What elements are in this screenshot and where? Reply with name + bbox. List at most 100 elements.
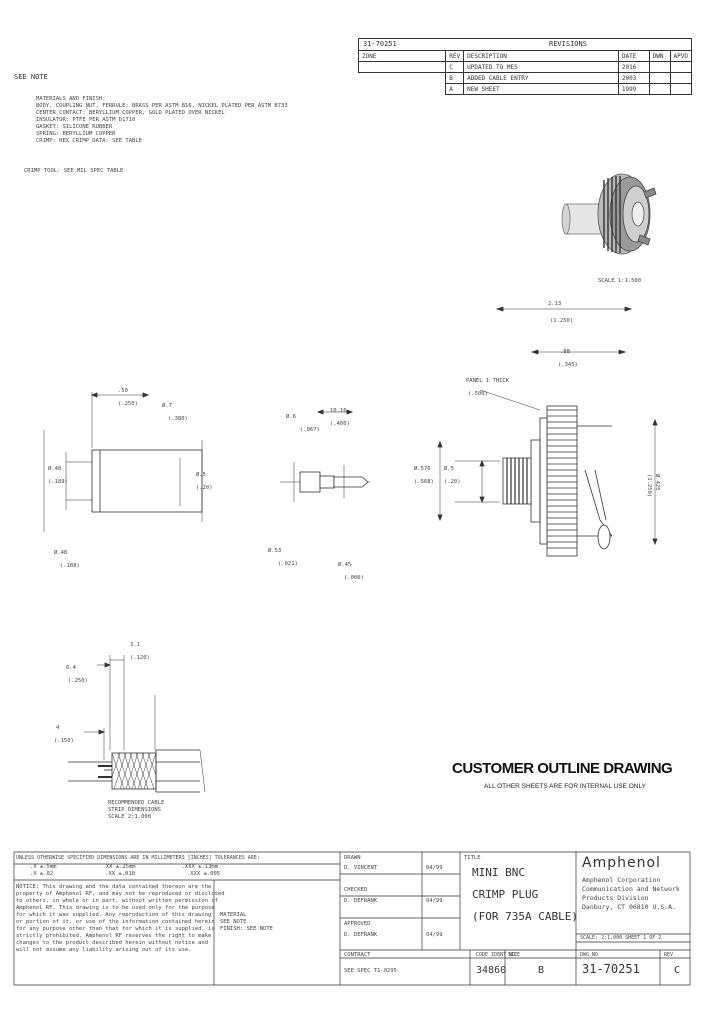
rev-col-description: DESCRIPTION (463, 50, 619, 62)
dim-strip-c-alt: (.150) (54, 738, 74, 744)
dim-pin-length-alt: (.400) (330, 421, 350, 427)
size-value: B (538, 965, 545, 976)
dim-coupling-dia: Ø.570 (414, 466, 431, 472)
dim-overall-length-alt: (1.250) (550, 318, 574, 324)
checked-name: D. DEFRANK (344, 898, 378, 904)
dim-ferrule-length-alt: (.250) (118, 401, 138, 407)
dim-strip-c: 4 (56, 725, 60, 731)
tolerance-header: UNLESS OTHERWISE SPECIFIED DIMENSIONS AR… (16, 855, 260, 861)
dim-coupling-dia-alt: (.568) (414, 479, 434, 485)
rev-label: REV (664, 952, 674, 958)
dim-ferrule-rear-alt: (.20) (444, 479, 461, 485)
dim-pin-bottom-dia-alt: (.021) (278, 561, 298, 567)
ferrule-view (43, 392, 203, 532)
cable-strip-view (68, 655, 206, 793)
revision-header-box: 31-70251 REVISIONS (358, 38, 692, 51)
approved-date: 04/99 (426, 932, 443, 938)
tolerance-values-inch: .X ±.02 .XX ±.010 .XXX ±.005 (30, 871, 221, 877)
strip-caption: RECOMMENDED CABLE STRIP DIMENSIONS SCALE… (108, 800, 165, 820)
dim-ferrule-rear: Ø.5 (444, 466, 454, 472)
dim-panel-alt: (.500) (468, 391, 488, 397)
note-line: CRIMP: HEX CRIMP DATA: SEE TABLE (36, 138, 142, 144)
dim-body-length-alt: (.345) (558, 362, 578, 368)
note-line (36, 145, 288, 152)
rev-col-apvd: APVD (669, 50, 692, 62)
dim-panel: PANEL 1 THICK (466, 378, 510, 384)
approved-name: D. DEFRANK (344, 932, 378, 938)
customer-outline-title: CUSTOMER OUTLINE DRAWING (452, 760, 673, 777)
dim-ferrule-left-dia: Ø.48 (48, 466, 62, 472)
center-pin-view (280, 409, 370, 502)
dim-body-dia-alt: (1.250) (646, 474, 652, 498)
code-ident-value: 34860 (476, 965, 507, 976)
approved-label: APPROVED (344, 921, 371, 927)
size-label: SIZE (508, 952, 521, 958)
rev-col-zone: ZONE (357, 50, 447, 62)
drawn-name: D. VINCENT (344, 865, 378, 871)
part-title: MINI BNC CRIMP PLUG (FOR 735A CABLE) (472, 866, 578, 923)
see-note-label: SEE NOTE (14, 73, 48, 81)
customer-outline-subtitle: ALL OTHER SHEETS ARE FOR INTERNAL USE ON… (484, 783, 646, 790)
table-row: A NEW SHEET 1999 (358, 83, 692, 95)
dim-pin-tip-dia-alt: (.000) (344, 575, 364, 581)
company-logo: Amphenol (582, 855, 661, 871)
table-row: B ADDED CABLE ENTRY 2003 (358, 72, 692, 84)
contract-label: CONTRACT (344, 952, 371, 958)
dim-strip-b: 6.4 (66, 665, 76, 671)
dim-pin-tip-dia: Ø.45 (338, 562, 352, 568)
dim-ferrule-end-dia-alt: (.20) (196, 485, 213, 491)
checked-label: CHECKED (344, 887, 368, 893)
connector-side-view (437, 389, 658, 557)
dim-strip-b-alt: (.250) (68, 678, 88, 684)
scale-sheet-row: SCALE: 2:1.000 SHEET 1 OF 2 (580, 935, 662, 941)
scale-label-render: SCALE 1:1.500 (598, 278, 642, 284)
company-address: Amphenol Corporation Communication and N… (582, 876, 680, 911)
notes-block: MATERIALS AND FINISH: BODY, COUPLING NUT… (24, 96, 288, 175)
dim-strip-a-alt: (.120) (130, 655, 150, 661)
dim-ferrule-bottom-dia-alt: (.188) (60, 563, 80, 569)
rev-col-date: DATE (617, 50, 650, 62)
title-block-lines (13, 851, 691, 986)
dim-overall-length: 2.13 (548, 301, 562, 307)
dim-pin-length: 10.16 (330, 408, 347, 414)
code-ident-label: CODE IDENT NO (476, 952, 516, 958)
drawn-date: 04/99 (426, 865, 443, 871)
dim-body-length: .88 (560, 349, 570, 355)
note-line: CRIMP TOOL: SEE MIL SPEC TABLE (24, 168, 124, 174)
revisions-title: REVISIONS (549, 40, 587, 48)
drawing-number-top: 31-70251 (363, 40, 397, 48)
contract-value: SEE SPEC T1-0295 (344, 968, 397, 974)
note-line: BODY, COUPLING NUT, FERRULE: BRASS PER A… (36, 103, 288, 109)
connector-render (561, 173, 657, 255)
dim-ferrule-bottom-dia: Ø.48 (54, 550, 68, 556)
checked-date: 04/99 (426, 898, 443, 904)
note-line: CENTER CONTACT: BERYLLIUM COPPER, GOLD P… (36, 110, 225, 116)
table-row: C UPDATED TO MES 2016 (357, 61, 692, 73)
dim-pin-dia: Ø.6 (286, 414, 296, 420)
material-block: MATERIAL SEE NOTE FINISH: SEE NOTE (220, 912, 273, 932)
note-line: INSULATOR: PTFE PER ASTM D1710 (36, 117, 136, 123)
rev-col-rev: REV (445, 50, 465, 62)
dim-pin-bottom-dia: Ø.53 (268, 548, 282, 554)
revision-table: ZONE REV DESCRIPTION DATE DWN APVD C UPD… (357, 50, 692, 95)
dim-body-dia: Ø.425 (654, 474, 660, 491)
dwg-no-label: DWG NO (580, 952, 599, 958)
dim-ferrule-end-dia: Ø.5 (196, 472, 206, 478)
note-line: MATERIALS AND FINISH: (36, 96, 106, 102)
dim-strip-a: 3.1 (130, 642, 140, 648)
dim-ferrule-top-dia-alt: (.380) (168, 416, 188, 422)
dwg-no-value: 31-70251 (582, 962, 640, 976)
note-line: GASKET: SILICONE RUBBER (36, 124, 113, 130)
dim-ferrule-top-dia: Ø.7 (162, 403, 172, 409)
dim-pin-dia-alt: (.067) (300, 427, 320, 433)
part-title-label: TITLE (464, 855, 481, 861)
tolerance-values: .X ±.5mm .XX ±.25mm .XXX ±.13mm (30, 864, 219, 870)
rev-value: C (674, 965, 681, 976)
dim-ferrule-left-dia-alt: (.189) (48, 479, 68, 485)
rev-col-dwn: DWN (648, 50, 671, 62)
notice-block: NOTICE: This drawing and the data contai… (16, 884, 225, 953)
note-line: SPRING: BERYLLIUM COPPER (36, 131, 116, 137)
dim-ferrule-length: .50 (118, 388, 128, 394)
revision-table-header: ZONE REV DESCRIPTION DATE DWN APVD (357, 50, 692, 62)
